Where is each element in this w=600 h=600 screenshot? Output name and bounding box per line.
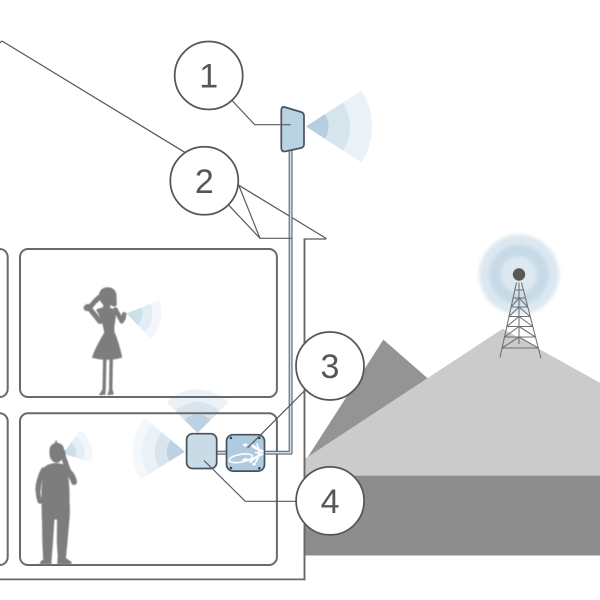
svg-text:4: 4 (321, 483, 340, 521)
svg-text:2: 2 (195, 163, 214, 201)
svg-text:3: 3 (321, 348, 340, 386)
svg-text:1: 1 (199, 58, 218, 96)
